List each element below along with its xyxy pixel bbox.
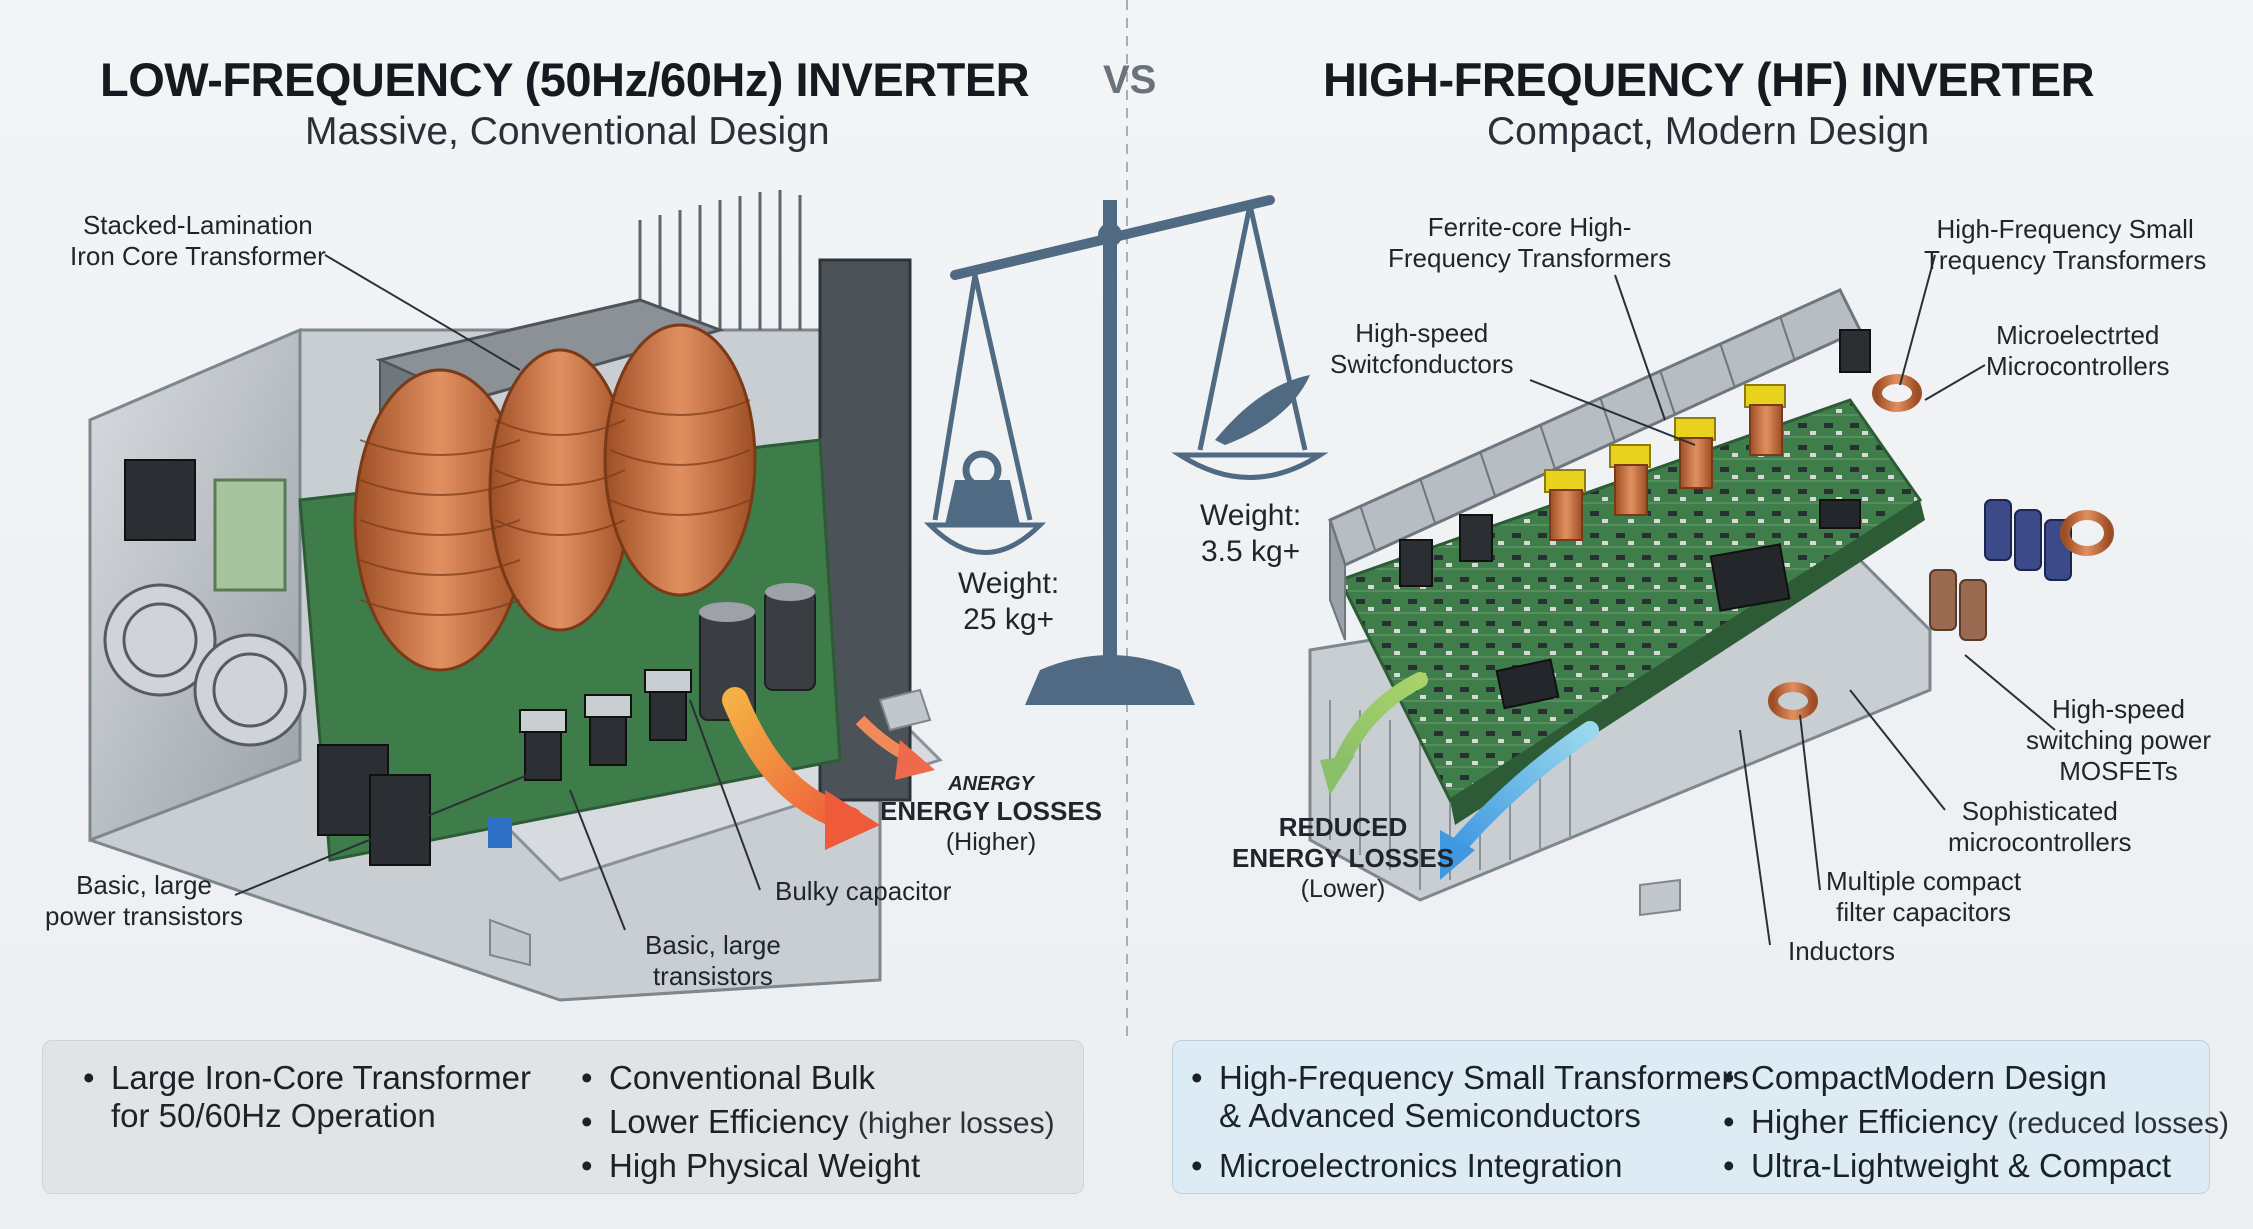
label-large-transistors: Basic, large transistors xyxy=(645,930,781,992)
lf-summary-item-cont: for 50/60Hz Operation xyxy=(111,1097,436,1134)
label-line: Ferrite-core High- xyxy=(1427,212,1632,242)
weight-label: Weight: xyxy=(1200,499,1302,532)
label-power-transistors: Basic, large power transistors xyxy=(45,870,243,932)
label-line: transistors xyxy=(652,961,773,991)
lf-weight: Weight: 25 kg+ xyxy=(958,566,1059,638)
weight-label: Weight: xyxy=(958,567,1060,600)
loss-heading: REDUCED xyxy=(1278,812,1408,842)
hf-top-fins xyxy=(1359,315,1796,551)
label-line: Stacked-Lamination xyxy=(82,210,313,240)
label-inductors: Inductors xyxy=(1788,936,1895,966)
summary-text: CompactModern Design xyxy=(1751,1059,2107,1096)
label-line: Microelectrted xyxy=(1996,320,2160,350)
lf-copper-coils xyxy=(353,323,757,672)
summary-note: (higher losses) xyxy=(857,1107,1055,1140)
label-line: Sophisticated xyxy=(1961,796,2118,826)
hf-chips xyxy=(1495,499,1861,710)
hf-subtitle: Compact, Modern Design xyxy=(1487,110,1930,153)
label-microcontrollers-top: Microelectrted Microcontrollers xyxy=(1986,320,2170,382)
lf-inverter-illustration xyxy=(88,190,943,1002)
label-line: High-speed xyxy=(2052,694,2185,724)
balance-scale xyxy=(923,195,1329,705)
weight-value: 25 kg+ xyxy=(963,603,1055,636)
lf-summary-item: Conventional Bulk xyxy=(581,1059,875,1097)
label-hf-small-transformers: High-Frequency Small Trequency Transform… xyxy=(1924,214,2206,276)
lf-leader-lines xyxy=(234,254,761,931)
label-mosfets: High-speed switching power MOSFETs xyxy=(2026,694,2211,787)
label-line: High-Frequency Small xyxy=(1936,214,2194,244)
loss-note: (Lower) xyxy=(1300,875,1386,903)
lf-heatsink-fins xyxy=(638,190,802,330)
hf-energy-loss-arrows xyxy=(1320,672,1599,880)
label-line: Microcontrollers xyxy=(1986,351,2170,381)
label-line: Frequency Transformers xyxy=(1388,243,1672,273)
summary-text: Higher Efficiency xyxy=(1751,1103,1999,1140)
hf-summary-item: High-Frequency Small Transformers xyxy=(1191,1059,1749,1097)
summary-text: Microelectronics Integration xyxy=(1219,1147,1623,1184)
lf-summary-box: Large Iron-Core Transformer for 50/60Hz … xyxy=(42,1040,1084,1194)
lf-energy-losses: ANERGY ENERGY LOSSES (Higher) xyxy=(880,772,1102,857)
summary-text: High Physical Weight xyxy=(609,1147,921,1184)
summary-text: Lower Efficiency xyxy=(609,1103,849,1140)
hf-summary-item: Ultra-Lightweight & Compact xyxy=(1723,1147,2172,1185)
label-switching-semiconductors: High-speed Switcfonductors xyxy=(1330,318,1514,380)
hf-summary-box: High-Frequency Small Transformers & Adva… xyxy=(1172,1040,2229,1194)
hf-ferrite-transformers xyxy=(1544,384,1786,541)
feather-icon xyxy=(1215,375,1310,445)
hf-summary-item-cont: & Advanced Semiconductors xyxy=(1219,1097,1641,1134)
hf-inverter-illustration xyxy=(1308,288,2114,917)
lf-title: LOW-FREQUENCY (50Hz/60Hz) INVERTER xyxy=(100,53,1030,106)
summary-text: Large Iron-Core Transformer xyxy=(111,1059,531,1096)
hf-energy-losses: REDUCED ENERGY LOSSES (Lower) xyxy=(1232,812,1454,904)
label-line: Multiple compact xyxy=(1826,866,2022,896)
loss-heading: ENERGY LOSSES xyxy=(1232,843,1455,873)
hf-weight: Weight: 3.5 kg+ xyxy=(1200,498,1301,570)
label-line: High-speed xyxy=(1355,318,1489,348)
lf-transistors xyxy=(519,669,692,781)
hf-inductors xyxy=(1768,374,2114,720)
lf-subtitle: Massive, Conventional Design xyxy=(305,110,830,153)
label-line: Switcfonductors xyxy=(1330,349,1514,379)
hf-summary-item: CompactModern Design xyxy=(1723,1059,2107,1097)
summary-note: (reduced losses) xyxy=(2007,1107,2229,1140)
label-filter-capacitors: Multiple compact filter capacitors xyxy=(1826,866,2021,928)
label-line: filter capacitors xyxy=(1836,897,2011,927)
label-line: Iron Core Transformer xyxy=(70,241,326,271)
lf-summary-item: Lower Efficiency (higher losses) xyxy=(581,1103,1055,1143)
label-line: Basic, large xyxy=(76,870,212,900)
summary-text: High-Frequency Small Transformers xyxy=(1219,1059,1749,1096)
vs-label: VS xyxy=(1103,58,1157,102)
label-iron-core-transformer: Stacked-Lamination Iron Core Transformer xyxy=(70,210,326,272)
label-line: microcontrollers xyxy=(1948,827,2132,857)
weight-value: 3.5 kg+ xyxy=(1200,535,1301,568)
loss-heading: ENERGY LOSSES xyxy=(880,796,1103,826)
label-microcontrollers-bottom: Sophisticated microcontrollers xyxy=(1948,796,2132,858)
hf-filter-capacitors xyxy=(1929,499,2072,641)
label-line: MOSFETs xyxy=(2059,756,2178,786)
hf-leader-lines xyxy=(1529,254,2056,946)
label-line: switching power xyxy=(2026,725,2211,755)
hf-summary-item: Microelectronics Integration xyxy=(1191,1147,1623,1185)
lf-terminal-block xyxy=(213,478,287,592)
lf-summary-item: Large Iron-Core Transformer xyxy=(83,1059,531,1097)
lf-front-panel xyxy=(103,459,512,866)
hf-title: HIGH-FREQUENCY (HF) INVERTER xyxy=(1323,53,2095,106)
loss-note: (Higher) xyxy=(945,828,1037,856)
summary-text: Ultra-Lightweight & Compact xyxy=(1751,1147,2172,1184)
label-ferrite-transformers: Ferrite-core High- Frequency Transformer… xyxy=(1388,212,1671,274)
hf-mosfets xyxy=(1399,329,1871,587)
lf-summary-item: High Physical Weight xyxy=(581,1147,921,1185)
label-line: Trequency Transformers xyxy=(1924,245,2207,275)
label-line: power transistors xyxy=(45,901,243,931)
label-line: Basic, large xyxy=(645,930,781,960)
hf-summary-item: Higher Efficiency (reduced losses) xyxy=(1723,1103,2229,1143)
summary-text: Conventional Bulk xyxy=(609,1059,875,1096)
loss-line: ANERGY xyxy=(948,773,1034,795)
lf-energy-loss-arrows xyxy=(722,687,935,850)
label-bulky-capacitor: Bulky capacitor xyxy=(775,876,952,906)
